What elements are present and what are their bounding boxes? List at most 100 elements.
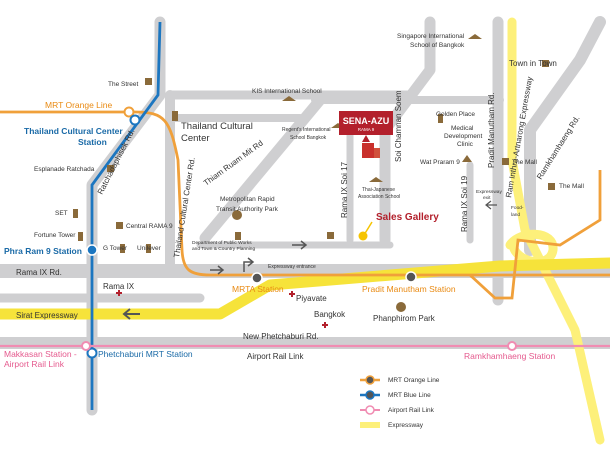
station-marker-tcc-blue: [129, 114, 141, 126]
label-dept-2: and Town & Country Planning: [192, 246, 255, 252]
label-thai-japanese-1: Thai-Japanese: [362, 187, 395, 193]
label-expressway-exit-2: exit: [483, 195, 491, 201]
label-rama-ix-rd: Rama IX Rd.: [16, 268, 62, 277]
label-phraram9-station: Phra Ram 9 Station: [4, 246, 82, 256]
label-singapore-2: School of Bangkok: [410, 42, 465, 49]
brand-logo-box: [339, 111, 393, 135]
station-marker-makkasan: [81, 341, 91, 351]
label-phanphirom: Phanphirom Park: [373, 314, 436, 323]
label-mrta-station: MRTA Station: [232, 284, 284, 294]
school-icon: [468, 34, 482, 39]
label-brand-name: SENA-AZU: [343, 116, 390, 126]
building-icon: [172, 111, 178, 121]
label-unilever: Unilever: [137, 245, 162, 252]
expressway-network: [0, 17, 610, 445]
shopping-bag-icon: [502, 158, 509, 165]
building-icon: [78, 232, 83, 241]
hospital-cross-icon: [116, 290, 122, 296]
building-icon: [73, 209, 78, 218]
label-ramkhamhaeng-rd: Ramkhamhaeng Rd.: [535, 114, 582, 181]
label-central-rama9: Central RAMA 9: [126, 223, 173, 230]
label-regents-1: Regent's International: [282, 127, 331, 133]
building-icon: [327, 232, 334, 239]
legend-label: Expressway: [388, 422, 424, 429]
temple-icon: [462, 155, 472, 162]
label-metro-park-1: Metropolitan Rapid: [220, 196, 275, 203]
shopping-bag-icon: [548, 183, 555, 190]
label-medical-1: Medical: [451, 125, 474, 132]
expressway-sirat: [0, 257, 610, 320]
label-singapore-1: Singapore International: [397, 33, 465, 40]
arrow-right-1: [210, 265, 225, 275]
label-phetchaburi-station: Phetchaburi MRT Station: [98, 349, 193, 359]
label-regents-2: School Bangkok: [290, 135, 327, 141]
label-soi19: Rama IX Soi 19: [460, 175, 469, 232]
station-marker-ramkhamhaeng: [507, 341, 517, 351]
label-medical-2: Development: [444, 133, 482, 140]
arrow-group: [122, 200, 497, 320]
label-golden-place: Golden Place: [436, 111, 475, 118]
shopping-bag-icon: [116, 222, 123, 229]
tree-icon: [396, 302, 406, 312]
label-tcc-1: Thailand Cultural: [181, 121, 253, 132]
legend-label: MRT Orange Line: [388, 377, 440, 384]
expressway-loop: [505, 229, 558, 267]
station-marker-tcc-orange: [123, 106, 135, 118]
label-esplanade: Esplanade Ratchada: [34, 166, 95, 173]
hospital-cross-icon: [322, 322, 328, 328]
label-wat-praram9: Wat Praram 9: [420, 159, 460, 166]
label-tcc-station-1: Thailand Cultural Center: [24, 126, 123, 136]
label-sirat: Sirat Expressway: [16, 311, 78, 320]
legend: MRT Orange Line MRT Blue Line Airport Ra…: [360, 375, 440, 429]
label-set: SET: [55, 210, 68, 217]
legend-label: Airport Rail Link: [388, 407, 435, 414]
label-soi-chamnan: Soi Chamnan Soem: [394, 90, 403, 162]
legend-item-expressway: Expressway: [360, 422, 424, 429]
arrow-up: [243, 257, 255, 272]
sales-gallery-pointer: [363, 221, 373, 236]
station-marker-mrta: [251, 272, 263, 284]
brand-pin: [362, 135, 370, 142]
label-rama9-soi17: Rama IX Soi 17: [340, 161, 349, 218]
label-brand-sub: RAMA 9: [358, 127, 375, 132]
label-food-land-2: land: [511, 212, 520, 218]
arrow-exit: [485, 200, 497, 210]
label-ramkhamhaeng-station: Ramkhamhaeng Station: [464, 351, 555, 361]
label-rama-ix: Rama IX: [103, 282, 135, 291]
hospital-cross-icon: [289, 291, 295, 297]
label-mrt-orange-line: MRT Orange Line: [45, 100, 113, 110]
building-icon: [374, 148, 380, 158]
label-the-street: The Street: [108, 81, 139, 88]
school-icon: [369, 177, 383, 182]
tree-icon: [232, 210, 242, 220]
label-tcc-station-2: Station: [78, 137, 107, 147]
label-pradit-station: Pradit Manutham Station: [362, 284, 456, 294]
legend-item-orange: MRT Orange Line: [360, 375, 440, 385]
label-thai-japanese-2: Association School: [358, 194, 400, 200]
label-town-in-town: Town in Town: [509, 59, 557, 68]
poi-icons: [73, 34, 555, 253]
station-marker-phraram9: [86, 244, 98, 256]
mrt-blue-line: [90, 21, 162, 410]
mrt-orange-spur: [469, 170, 602, 300]
label-makkasan-2: Airport Rail Link: [4, 359, 65, 369]
label-makkasan-1: Makkasan Station -: [4, 349, 77, 359]
label-metro-park-2: Transit Authority Park: [216, 206, 279, 213]
label-tcc-2: Center: [181, 133, 210, 144]
label-kis: KIS International School: [252, 88, 322, 95]
arrow-left-sirat: [122, 308, 140, 320]
building-icon: [235, 232, 241, 240]
label-new-phetchaburi: New Phetchaburi Rd.: [243, 332, 319, 341]
mrt-orange-line: [0, 110, 610, 277]
label-bangkok: Bangkok: [314, 310, 346, 319]
label-expressway-exit-1: Expressway: [476, 189, 502, 195]
brand-logo: [339, 111, 393, 158]
building-icon: [438, 114, 443, 123]
legend-item-airport: Airport Rail Link: [360, 405, 435, 415]
shopping-bag-icon: [145, 78, 152, 85]
station-markers: [81, 106, 517, 359]
school-icon: [282, 96, 296, 101]
station-marker-pradit: [405, 271, 417, 283]
